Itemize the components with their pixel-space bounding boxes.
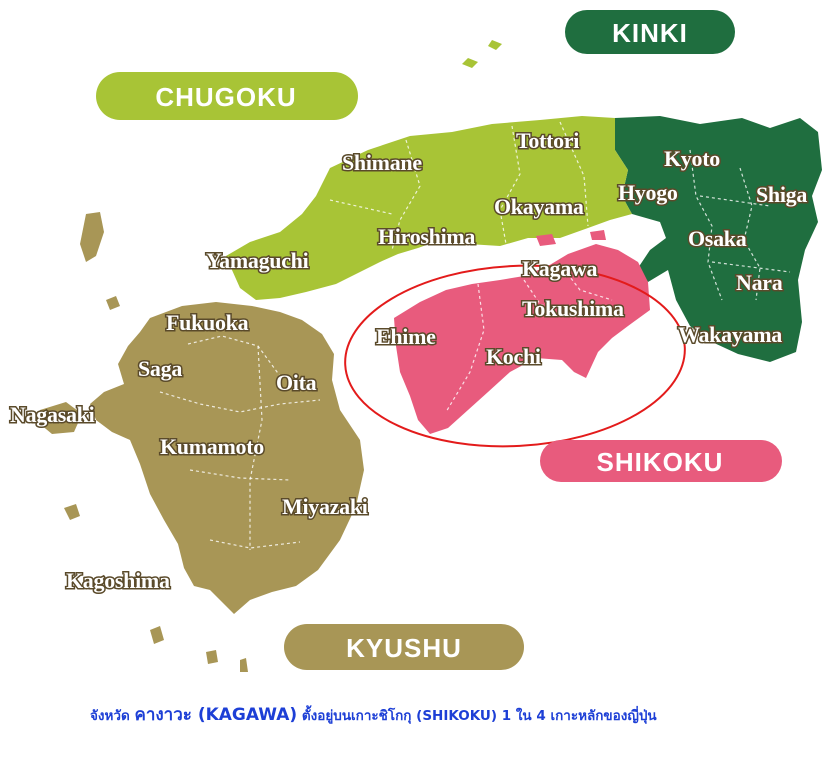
pref-label-miyazaki: Miyazaki [282, 494, 368, 519]
map-caption: จังหวัด คางาวะ (KAGAWA) ตั้งอยู่บนเกาะชิ… [90, 701, 820, 728]
pref-label-kagoshima: Kagoshima [66, 568, 170, 593]
pref-label-ehime: Ehime [376, 324, 436, 349]
pref-label-shimane: Shimane [342, 150, 422, 175]
pref-label-osaka: Osaka [688, 226, 747, 251]
region-chugoku-borders [329, 121, 589, 251]
region-pill-shikoku: SHIKOKU [540, 440, 782, 482]
region-label-chugoku: CHUGOKU [155, 82, 296, 112]
shikoku-highlight-ellipse [344, 264, 686, 448]
caption-suffix: ตั้งอยู่บนเกาะชิโกกุ (SHIKOKU) 1 ใน 4 เก… [297, 708, 657, 724]
caption-emphasis: คางาวะ (KAGAWA) [134, 705, 298, 725]
pref-label-saga: Saga [138, 356, 182, 381]
region-pill-kinki: KINKI [565, 10, 735, 54]
pref-label-kumamoto: Kumamoto [160, 434, 264, 459]
caption-prefix: จังหวัด [90, 708, 135, 724]
pref-label-okayama: Okayama [494, 194, 584, 219]
region-kyushu-shape [40, 212, 364, 672]
pref-label-shiga: Shiga [756, 182, 807, 207]
pref-label-kagawa: Kagawa [522, 256, 598, 281]
region-label-kinki: KINKI [612, 18, 688, 48]
pref-label-nagasaki: Nagasaki [10, 402, 95, 427]
region-kinki-borders [689, 149, 791, 301]
pref-label-hiroshima: Hiroshima [378, 224, 475, 249]
region-chugoku-shape [226, 40, 632, 300]
pref-label-kyoto: Kyoto [664, 146, 720, 171]
pref-label-oita: Oita [276, 370, 317, 395]
pref-label-hyogo: Hyogo [618, 180, 678, 205]
pref-label-tottori: Tottori [516, 128, 579, 153]
pref-label-wakayama: Wakayama [678, 322, 782, 347]
region-kyushu-borders [159, 335, 321, 550]
region-pill-kyushu: KYUSHU [284, 624, 524, 670]
pref-label-kochi: Kochi [486, 344, 541, 369]
pref-label-nara: Nara [736, 270, 783, 295]
pref-label-fukuoka: Fukuoka [166, 310, 249, 335]
pref-label-tokushima: Tokushima [522, 296, 624, 321]
region-pill-chugoku: CHUGOKU [96, 72, 358, 120]
pref-label-yamaguchi: Yamaguchi [206, 248, 309, 273]
region-label-shikoku: SHIKOKU [597, 447, 724, 477]
region-shikoku-borders [445, 263, 613, 413]
region-label-kyushu: KYUSHU [346, 633, 462, 663]
